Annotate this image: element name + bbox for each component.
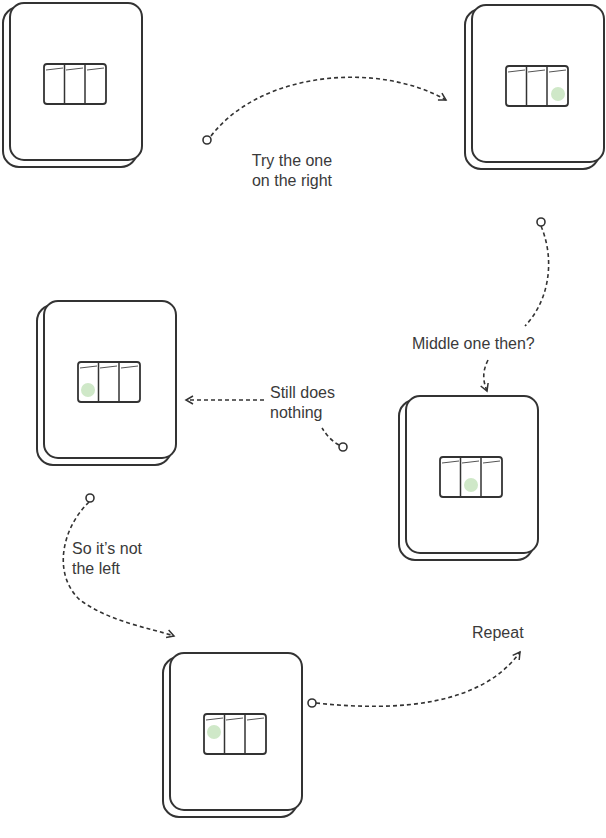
arrow-caption: So it’s not the left: [70, 538, 160, 580]
arrow-caption: Repeat: [470, 622, 554, 644]
dashed-arrow: [322, 428, 339, 445]
arrow-caption: Try the one on the right: [240, 150, 344, 192]
switch-plate: [37, 301, 176, 465]
indicator-dot: [551, 87, 565, 101]
indicator-dot: [207, 725, 221, 739]
switch-plate: [163, 653, 302, 817]
dashed-arrow: [316, 652, 520, 706]
dashed-arrow: [525, 226, 549, 326]
indicator-dot: [81, 383, 95, 397]
dashed-arrow: [211, 77, 446, 136]
dashed-arrow: [484, 360, 488, 391]
dashed-arrow: [186, 399, 264, 401]
dashed-arrow: [63, 502, 174, 636]
switch-plate: [399, 396, 538, 560]
arrow-caption: Middle one then?: [410, 333, 574, 355]
arrow-caption: Still does nothing: [268, 382, 354, 424]
switch-plate: [465, 5, 604, 169]
switch-plate: [3, 3, 142, 167]
indicator-dot: [464, 478, 478, 492]
dashed-arrows: [63, 77, 548, 706]
